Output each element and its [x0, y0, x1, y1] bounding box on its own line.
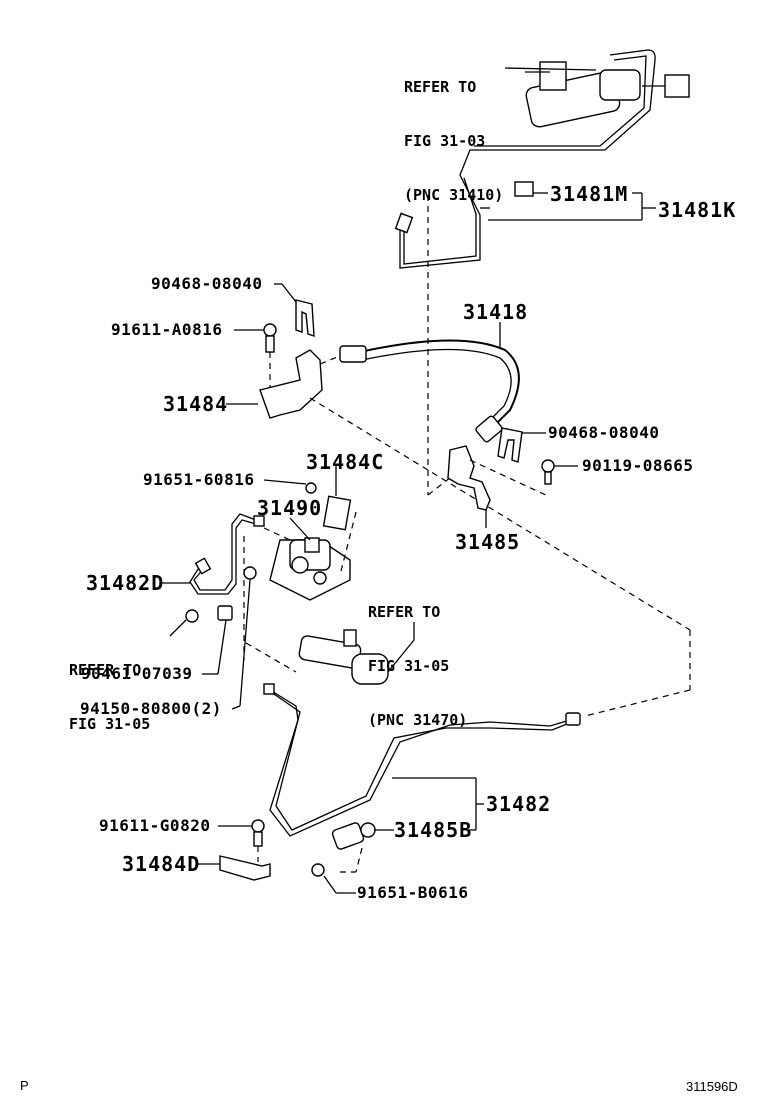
part-label-90468-08040-right[interactable]: 90468-08040 [548, 423, 660, 442]
damper-valve-31490-drawing [263, 517, 351, 601]
part-label-91611-A0816[interactable]: 91611-A0816 [111, 320, 223, 339]
part-label-90468-08040[interactable]: 90468-08040 [151, 274, 263, 293]
reference-note-fig-31-05[interactable]: REFER TO FIG 31-05 [69, 625, 150, 751]
reference-line: REFER TO [404, 78, 477, 96]
part-label-91651-60816[interactable]: 91651-60816 [143, 470, 255, 489]
part-label-91651-B0616[interactable]: 91651-B0616 [357, 883, 469, 902]
reference-line: FIG 31-05 [368, 657, 450, 675]
figure-code: 311596D [686, 1079, 738, 1094]
tube-31482-drawing [263, 683, 581, 837]
clutch-master-cylinder-drawing [525, 61, 690, 128]
part-label-31481M[interactable]: 31481M [550, 182, 629, 206]
bracket-31484C-drawing [322, 495, 352, 531]
part-label-31418[interactable]: 31418 [463, 300, 529, 324]
clip-drawing [295, 299, 315, 337]
reference-note-fig-31-05-pnc[interactable]: REFER TO FIG 31-05 (PNC 31470) [368, 567, 467, 747]
bracket-31484D-drawing [219, 855, 271, 881]
flexible-hose-31418-drawing [309, 322, 520, 443]
part-label-94150-80800[interactable]: 94150-80800(2) [80, 699, 222, 718]
part-label-31484D[interactable]: 31484D [122, 852, 201, 876]
reference-line: REFER TO [368, 603, 441, 621]
part-label-31485B[interactable]: 31485B [394, 818, 473, 842]
reference-note-fig-31-03[interactable]: REFER TO FIG 31-03 (PNC 31410) [404, 42, 503, 222]
clip-drawing [497, 427, 523, 463]
reference-line: (PNC 31470) [368, 711, 468, 729]
clutch-release-cylinder-drawing [298, 622, 415, 685]
part-label-90119-08665[interactable]: 90119-08665 [582, 456, 694, 475]
part-label-31482[interactable]: 31482 [486, 792, 552, 816]
bracket-31485-drawing [447, 445, 491, 511]
part-label-31481K[interactable]: 31481K [658, 198, 737, 222]
reference-line: REFER TO [69, 661, 142, 679]
part-label-31484[interactable]: 31484 [163, 392, 229, 416]
part-label-31482D[interactable]: 31482D [86, 571, 165, 595]
bracket-31484-drawing [259, 349, 323, 419]
reference-line: (PNC 31410) [404, 186, 504, 204]
part-label-31484C[interactable]: 31484C [306, 450, 385, 474]
reference-line: FIG 31-05 [69, 715, 151, 733]
tube-31482D-drawing [162, 513, 265, 595]
clutch-tube-31481K-drawing [394, 49, 656, 269]
part-label-31485[interactable]: 31485 [455, 530, 521, 554]
part-label-91611-G0820[interactable]: 91611-G0820 [99, 816, 211, 835]
part-label-90461-07039[interactable]: 90461-07039 [81, 664, 193, 683]
corner-mark: P [20, 1078, 29, 1093]
bolt-drawing [234, 323, 277, 400]
part-label-31490[interactable]: 31490 [257, 496, 323, 520]
reference-line: FIG 31-03 [404, 132, 486, 150]
